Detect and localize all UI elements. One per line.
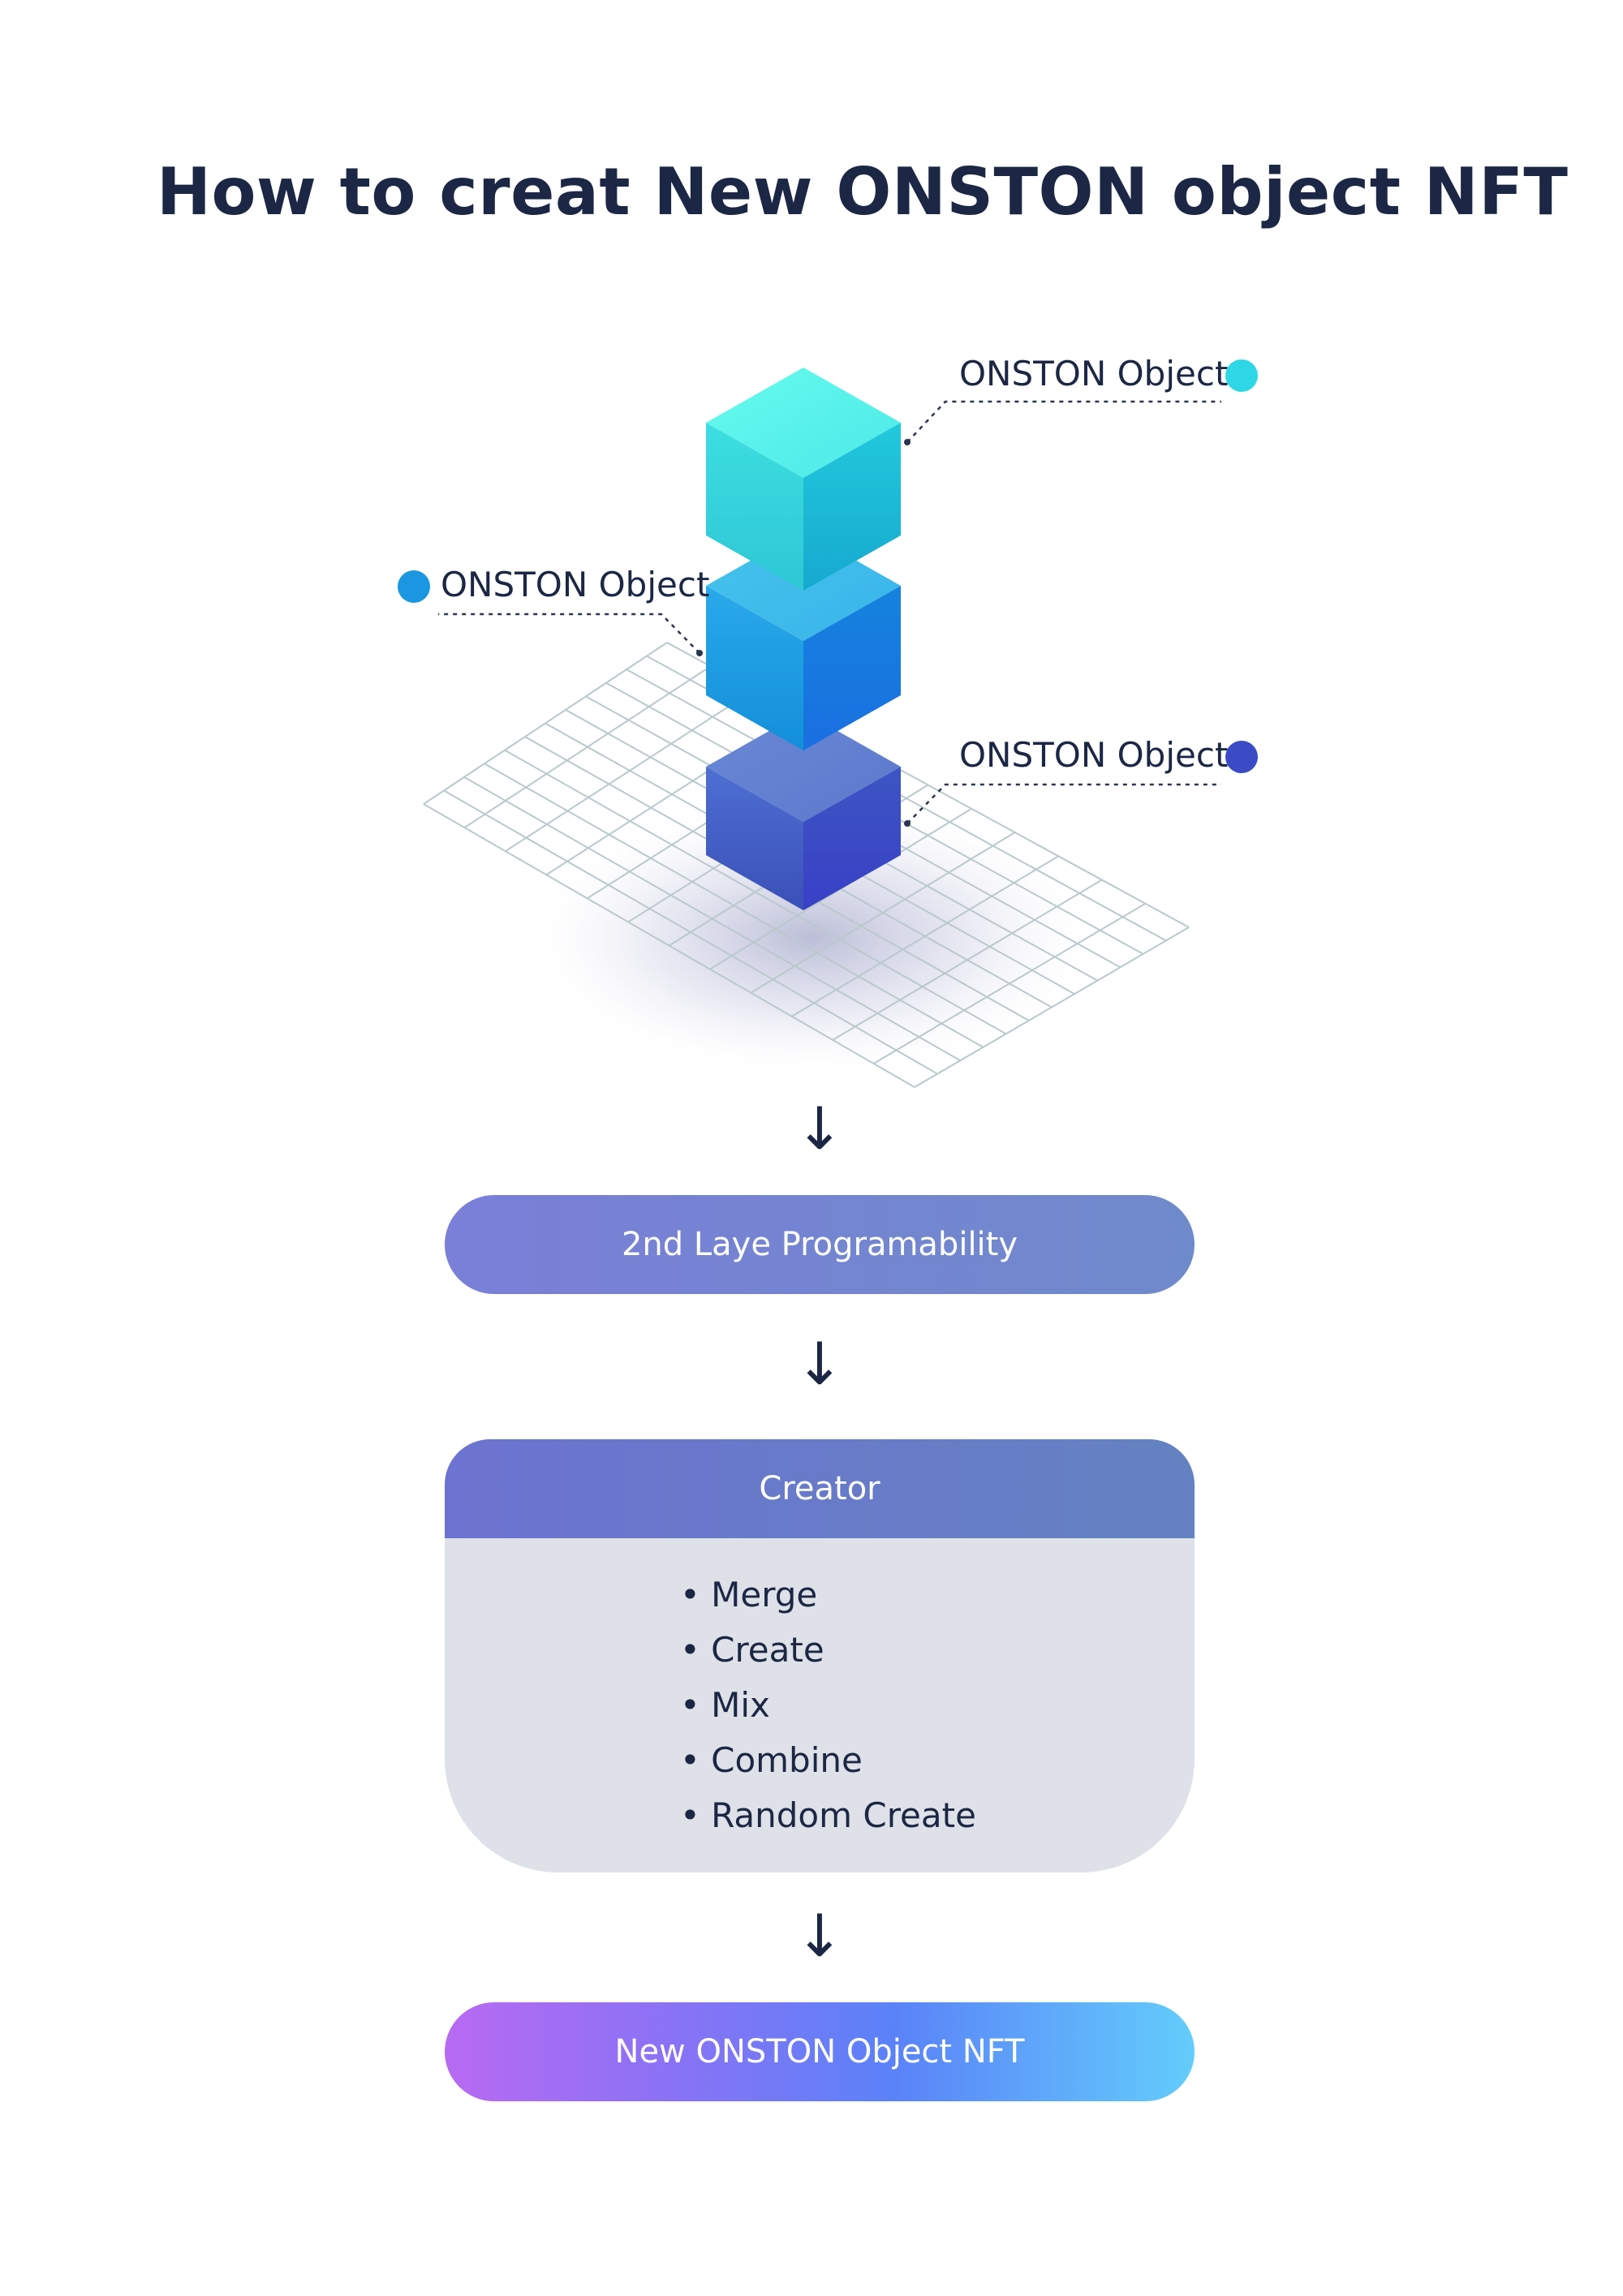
- leader-anchor-bottom: [904, 820, 911, 827]
- stacked-cubes-illustration: [423, 368, 1221, 1088]
- leader-anchor-top: [904, 439, 911, 445]
- leader-line-middle: [438, 613, 700, 654]
- page-title: How to creat New ONSTON object NFT: [157, 154, 1569, 230]
- arrow-down-icon: ↓: [794, 1330, 845, 1398]
- leader-line-bottom: [906, 783, 1221, 824]
- creator-card: Creator Merge Create Mix Combine Random …: [445, 1439, 1195, 1872]
- arrow-down-icon: ↓: [794, 1094, 845, 1163]
- step-programmability-label: 2nd Laye Programability: [621, 1226, 1018, 1263]
- cube-top: [706, 368, 901, 591]
- creator-action-item: Create: [680, 1623, 976, 1678]
- creator-action-item: Combine: [680, 1733, 976, 1788]
- object-dot-top: [1225, 359, 1258, 392]
- step-programmability: 2nd Laye Programability: [445, 1195, 1195, 1294]
- object-label-middle: ONSTON Object: [441, 565, 710, 604]
- creator-action-item: Mix: [680, 1678, 976, 1733]
- grid-line: [873, 902, 1146, 1064]
- creator-action-item: Random Create: [680, 1788, 976, 1843]
- grid-line: [914, 927, 1190, 1088]
- cube-bottom: [706, 712, 901, 910]
- object-label-top: ONSTON Object: [959, 354, 1229, 393]
- leader-line-top: [906, 400, 1221, 443]
- creator-title: Creator: [759, 1470, 880, 1507]
- step-result-nft: New ONSTON Object NFT: [445, 2002, 1195, 2101]
- grid-line: [832, 879, 1103, 1041]
- arrow-down-icon: ↓: [794, 1902, 845, 1970]
- creator-actions-list: Merge Create Mix Combine Random Create: [680, 1567, 976, 1843]
- step-result-label: New ONSTON Object NFT: [614, 2033, 1025, 2070]
- object-dot-bottom: [1225, 741, 1258, 773]
- leader-anchor-middle: [696, 650, 703, 656]
- creator-header: Creator: [445, 1439, 1195, 1538]
- object-dot-middle: [398, 570, 430, 603]
- creator-action-item: Merge: [680, 1567, 976, 1623]
- object-label-bottom: ONSTON Object: [959, 735, 1229, 775]
